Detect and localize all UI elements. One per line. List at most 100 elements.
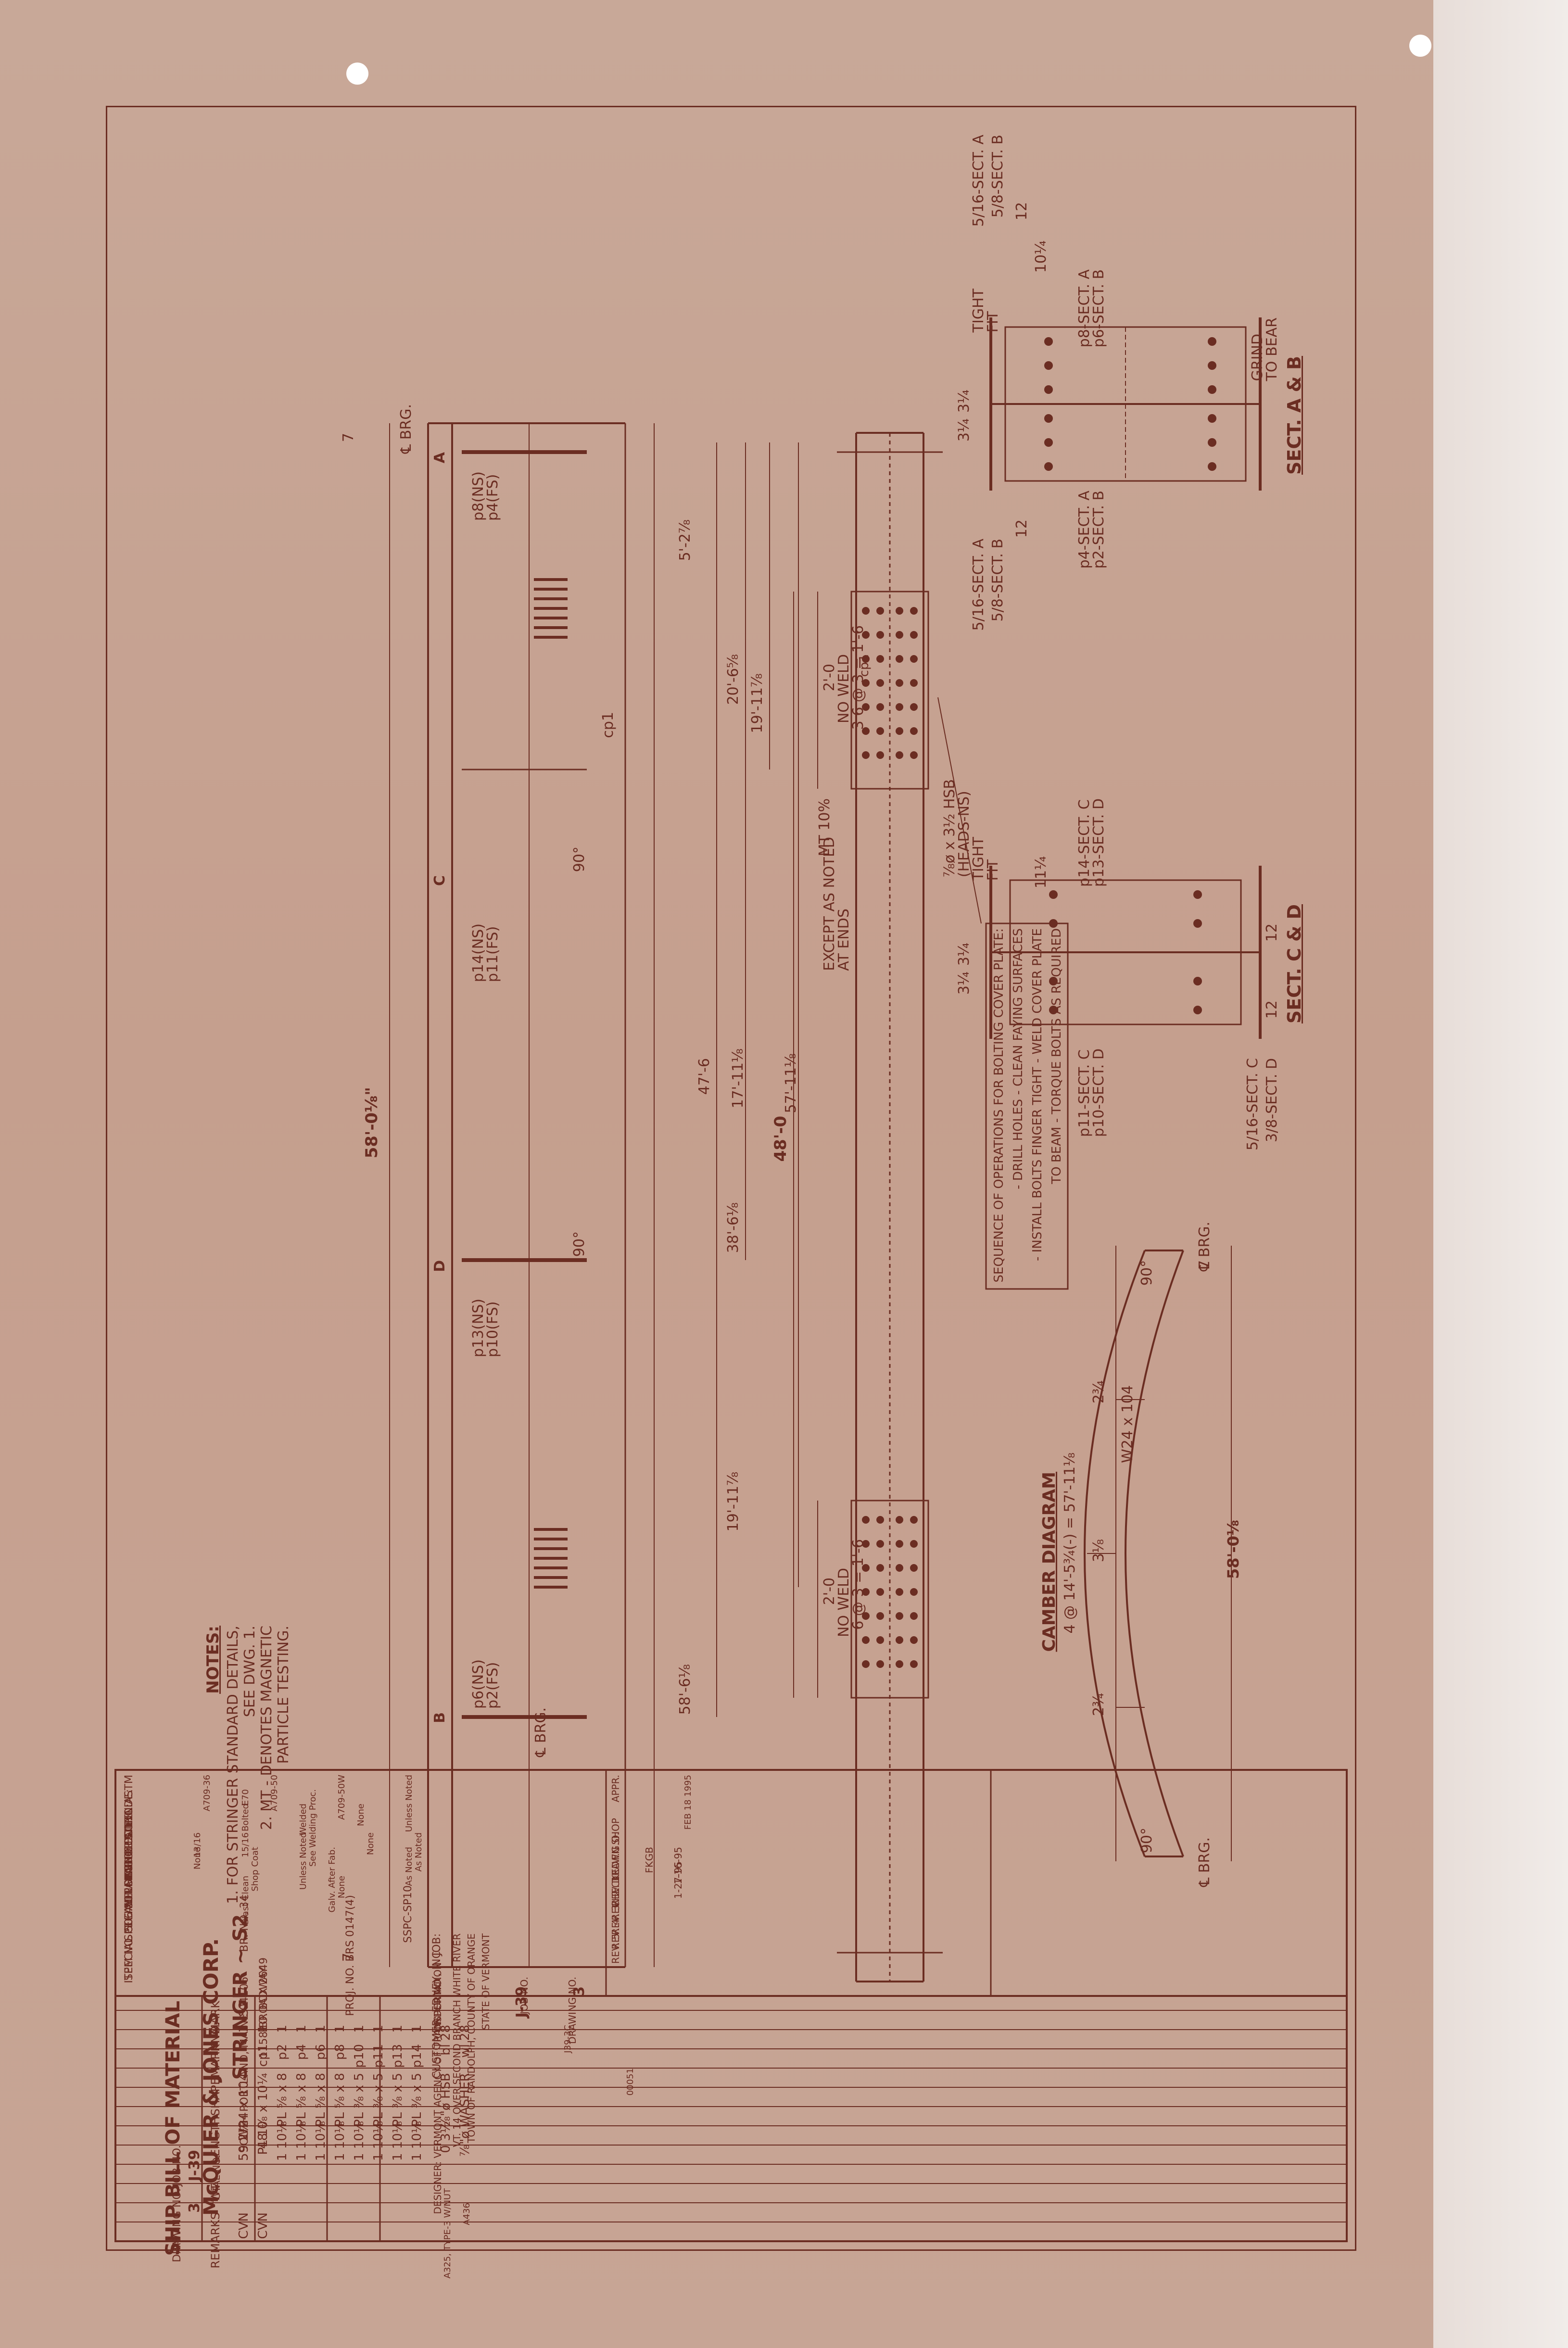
- margin-code: J39-3C: [563, 2025, 573, 2053]
- bom-r8-mark: p13: [391, 2044, 405, 2068]
- sect-ab-title: SECT. A & B: [1284, 356, 1305, 475]
- sect-cd-dim-3b: 3¼: [956, 972, 973, 995]
- camber-span: 58'-0⅛: [1224, 1520, 1242, 1579]
- tb-job-1: VT. 14 OVER SECOND BRANCH WHITE RIVER: [451, 1933, 463, 2147]
- camber-ord-mid: 3⅛: [1090, 1539, 1107, 1563]
- sect-ab-grind: GRIND TO BEAR: [1249, 317, 1280, 381]
- sect-cd-dim-12a: 12: [1264, 923, 1280, 942]
- bom-r9-length: 1 10⅛: [410, 2121, 424, 2161]
- sect-ab-p-left: p8-SECT. A p6-SECT. B: [1076, 269, 1107, 348]
- sect-cd-dim-12b: 12: [1264, 1000, 1280, 1019]
- footer-code: 00051: [625, 2068, 635, 2096]
- sect-ab-dim-10: 10¼: [1033, 240, 1050, 273]
- tb-drawn-by: GB: [644, 1847, 655, 1861]
- bom-r6-shape: PL ⅜ x 5: [352, 2073, 367, 2127]
- sect-mark-b: B: [431, 1712, 448, 1723]
- bom-r3-no: 1: [294, 2025, 309, 2033]
- stiffener-label-right: p6(NS) p2(FS): [470, 1659, 501, 1709]
- right-splice-note: NO WELD: [835, 1568, 852, 1638]
- bom-col-remarks: REMARKS: [209, 2212, 222, 2269]
- camber-ord-left: 2¾: [1090, 1380, 1107, 1404]
- except-note: EXCEPT AS NOTED AT ENDS: [821, 837, 852, 971]
- spec-item-no: ITEM NO. 506.50: [123, 1895, 135, 1983]
- sect-ab-tight-fit: TIGHT FIT: [970, 289, 1001, 333]
- spec-conn-opt-3: None: [356, 1804, 366, 1826]
- bom-r2-shape: PL ⅝ x 8: [275, 2073, 290, 2127]
- spec-paint-opt-3: Galv. After Fab.: [327, 1847, 337, 1913]
- sect-cd-p-left: p14-SECT. C p13-SECT. D: [1076, 798, 1107, 887]
- spec-holes-opt-3: Unless Noted: [298, 1832, 308, 1890]
- camber-angle-left: 90°: [1138, 1260, 1155, 1286]
- bom-r7-mark: p11: [371, 2044, 386, 2068]
- sect-mark-c: C: [431, 875, 448, 886]
- tb-appr: APPR.: [610, 1775, 621, 1803]
- spec-conn-opt-1: Bolted: [240, 1804, 251, 1831]
- bom-r7-shape: PL ⅜ x 5: [371, 2073, 386, 2127]
- dim-57-11: 57'-11⅛: [783, 1053, 799, 1113]
- sect-cd-label-r1: 5/16-SECT. C: [1244, 1058, 1261, 1150]
- bom-r9-shape: PL ⅜ x 5: [410, 2073, 424, 2127]
- sheet-edge-strip: [1433, 0, 1568, 2348]
- sect-ab-label-bot-2: 5/8-SECT. B: [989, 539, 1006, 622]
- tb-checked-date: 1-27-95: [672, 1861, 684, 1899]
- spec-sspc: SSPC-SP10: [402, 1885, 414, 1943]
- camber-formula: 4 @ 14'-5¾(-) = 57'-11⅛: [1062, 1452, 1078, 1634]
- dim-47-6: 47'-6: [696, 1058, 713, 1095]
- dim-58-6: 58'-6⅛: [677, 1664, 694, 1715]
- end-dist-left: 7: [340, 433, 357, 442]
- sect-cd-label-r2: 3/8-SECT. D: [1264, 1058, 1280, 1142]
- spec-steel-opt-4: Unless Noted: [404, 1775, 414, 1832]
- bom-r10-remarks: A325, TYPE-3 W/NUT: [443, 2188, 453, 2279]
- sect-cd-dim-3a: 3¼: [956, 943, 973, 966]
- bom-r9-no: 1: [410, 2025, 424, 2033]
- bom-r2-mark: p2: [275, 2044, 290, 2060]
- bom-rev-label: REV.: [171, 2227, 183, 2250]
- bom-r11-remarks: A436: [462, 2203, 472, 2225]
- angle-90-d: 90°: [571, 1231, 588, 1257]
- spec-paint-opt-2: Shop Coat: [250, 1847, 260, 1892]
- tb-job-val: J-39: [513, 1986, 530, 2018]
- spec-steel-opt-2: A709-50: [269, 1775, 279, 1812]
- dim-19-11a: 19'-11⅞: [749, 673, 766, 733]
- sect-ab-p-right: p4-SECT. A p2-SECT. B: [1076, 491, 1107, 569]
- left-splice-cp1: cp1: [857, 654, 872, 677]
- bom-r2-no: 1: [275, 2025, 290, 2033]
- sect-mark-a: A: [431, 452, 448, 464]
- rotated-drawing-frame: 58'-0⅛" ℄ BRG. ℄ BRG. A C D B p8(NS) p4(…: [106, 106, 1356, 2279]
- spec-paint-opt-4: As Noted: [404, 1847, 414, 1886]
- bom-r8-no: 1: [391, 2025, 405, 2033]
- bom-r2-length: 1 10⅛: [275, 2121, 290, 2161]
- camber-member: W24 x 104: [1119, 1385, 1136, 1463]
- sequence-line-1: - DRILL HOLES - CLEAN FAYING SURFACES: [1011, 928, 1025, 1189]
- spec-holes-opt-4: None: [366, 1832, 376, 1855]
- tb-checked-by: FK: [644, 1861, 655, 1873]
- tb-job-2: TOWN OF RANDOLPH, COUNTY OF ORANGE: [466, 1933, 477, 2143]
- stiffener-label-c: p14(NS) p11(FS): [470, 923, 501, 983]
- bom-r6-length: 1 10⅛: [352, 2121, 367, 2161]
- camber-title: CAMBER DIAGRAM: [1039, 1472, 1059, 1652]
- spec-steel-opt-1: A709-36: [202, 1775, 212, 1812]
- sect-ab-dim-3a: 3¼: [956, 390, 973, 413]
- spec-conn-opt-2: Welded: [298, 1804, 308, 1836]
- sect-ab-dim-12a: 12: [1013, 202, 1030, 221]
- camber-end: 7: [1196, 1260, 1213, 1270]
- sect-ab-dim-12b: 12: [1013, 519, 1030, 538]
- dim-17-11: 17'-11⅛: [730, 1048, 746, 1109]
- spec-paint-opt-1: None: [192, 1847, 202, 1869]
- bom-r5-no: 1: [333, 2025, 347, 2033]
- stiffener-label-d: p13(NS) p10(FS): [470, 1299, 501, 1358]
- note-1a: 1. FOR STRINGER STANDARD DETAILS,: [225, 1626, 241, 1904]
- bom-r5-shape: PL ⅝ x 8: [333, 2073, 347, 2127]
- sequence-line-3: TO BEAM - TORQUE BOLTS AS REQUIRED: [1050, 928, 1064, 1184]
- spec-holes-opt-2: 15/16: [240, 1832, 251, 1857]
- hsb-note: ⅞ø x 3½ HSB (HEADS-NS): [941, 779, 973, 878]
- overall-length-dim: 58'-0⅛": [362, 1087, 381, 1159]
- bom-r3-shape: PL ⅝ x 8: [294, 2073, 309, 2127]
- bom-r5-mark: p8: [333, 2044, 347, 2060]
- bom-r6-mark: p10: [352, 2044, 367, 2068]
- bom-r1-remarks: CVN: [256, 2212, 270, 2239]
- bom-r8-shape: PL ⅜ x 5: [391, 2073, 405, 2127]
- left-splice-note: NO WELD: [835, 654, 852, 724]
- spec-proj-no: PROJ. NO. BRS 0147(4): [344, 1895, 356, 2016]
- punch-hole-right: [1409, 35, 1431, 57]
